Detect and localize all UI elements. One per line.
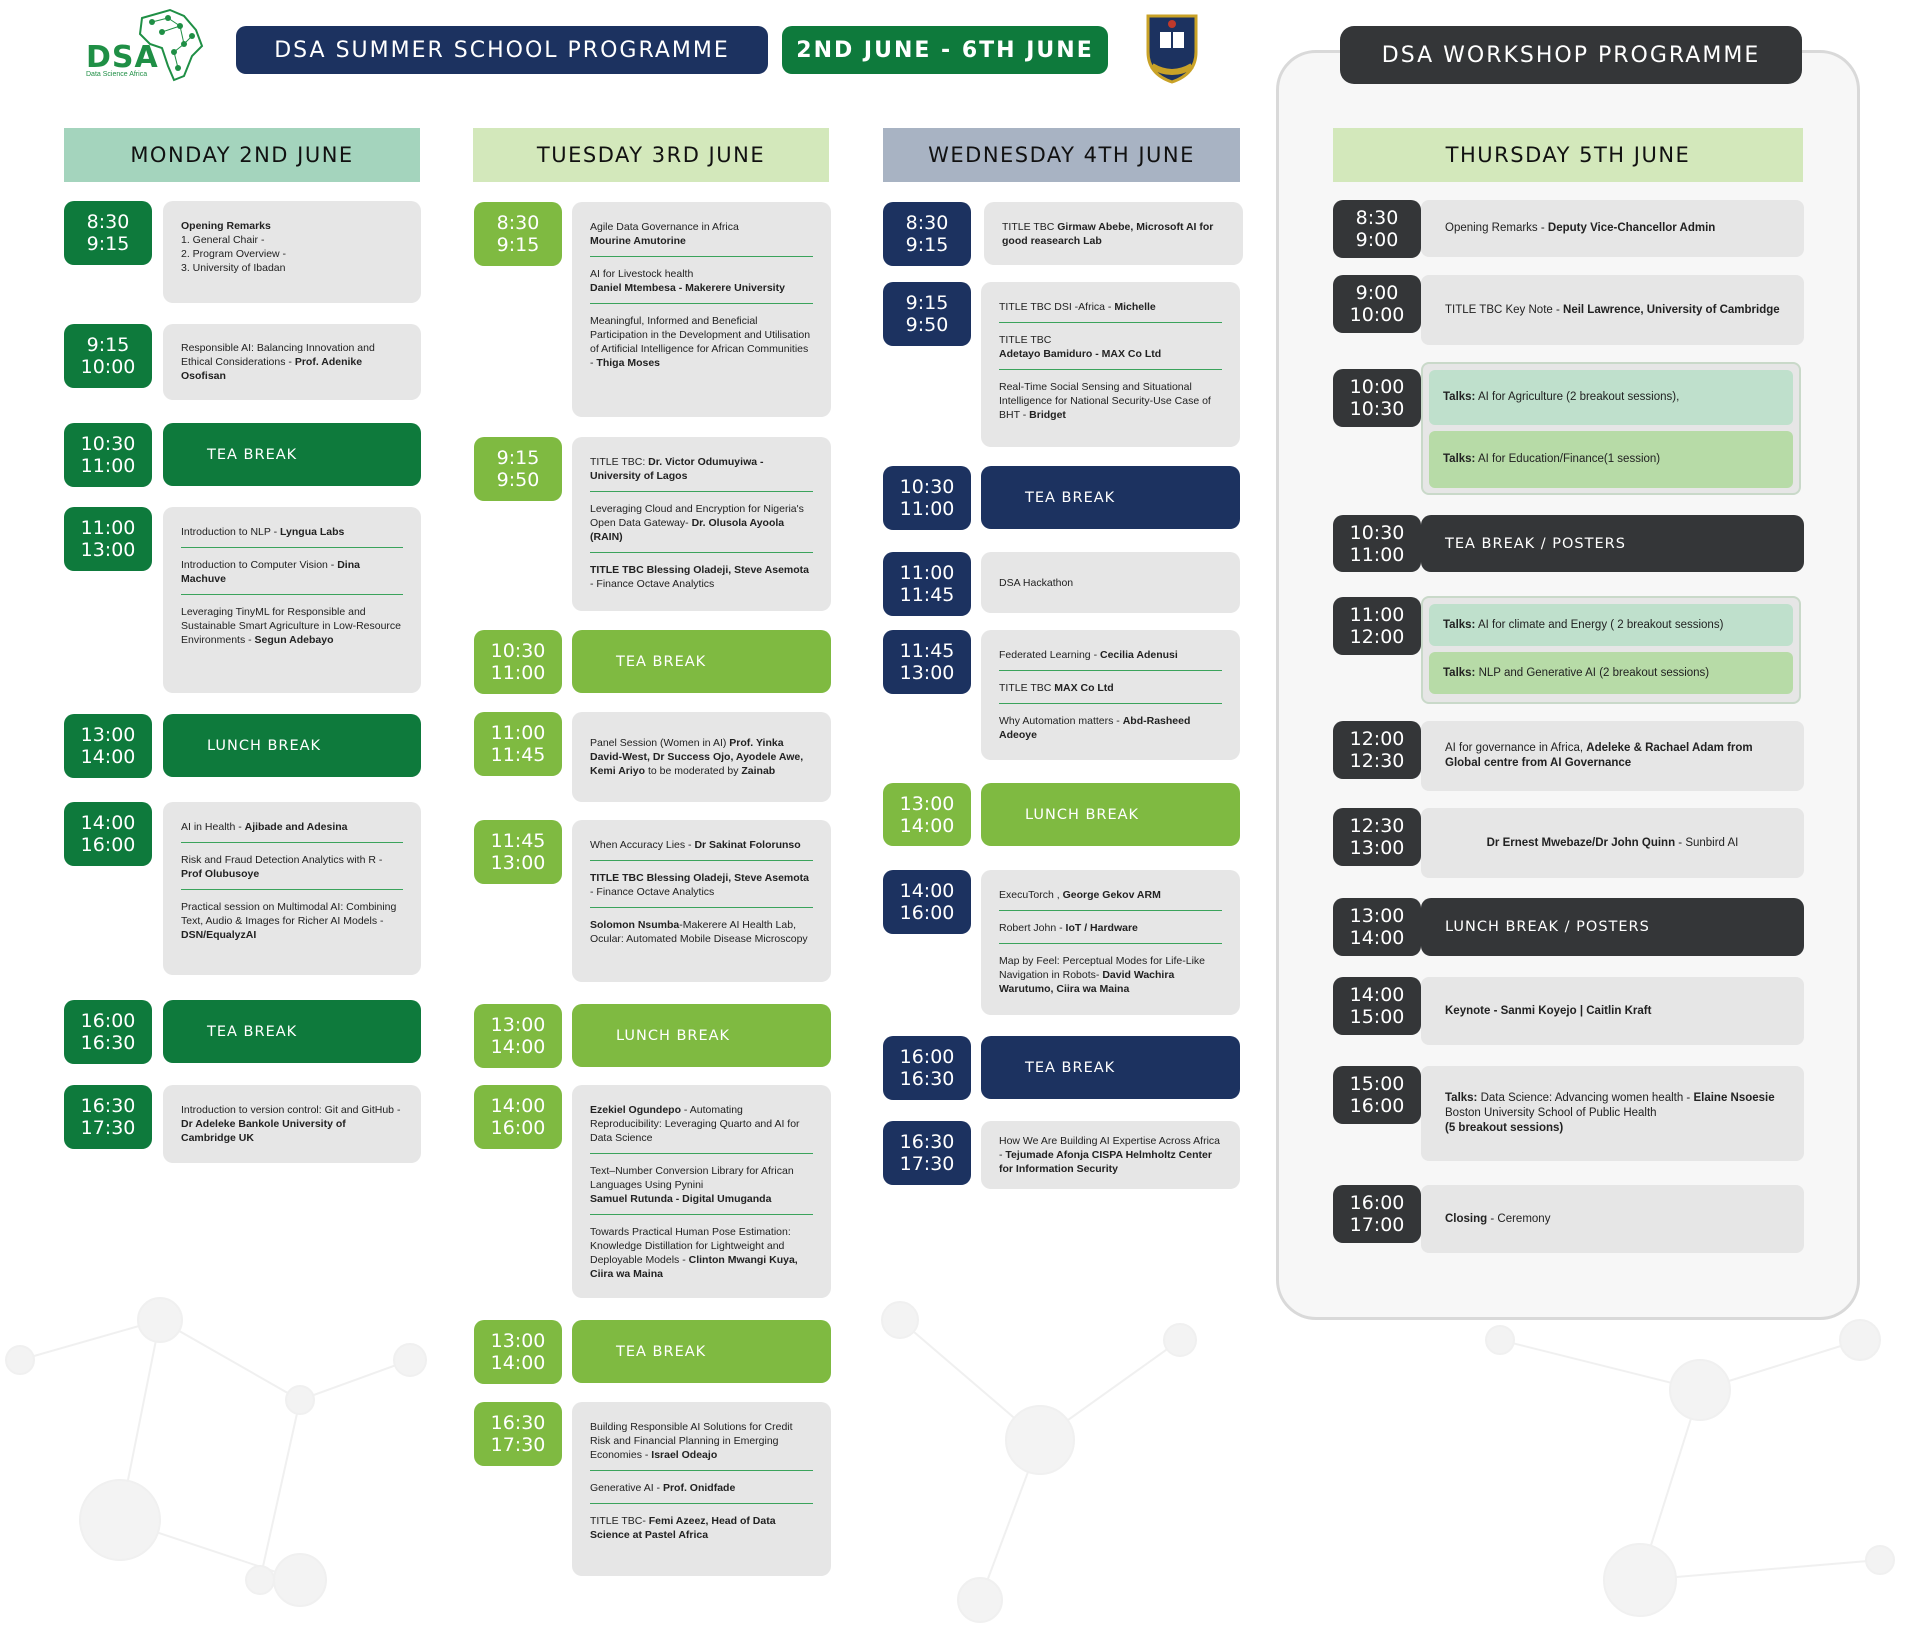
session-card: Building Responsible AI Solutions for Cr… xyxy=(572,1402,831,1576)
programme-title-banner: DSA SUMMER SCHOOL PROGRAMME xyxy=(236,26,768,74)
breakout-group: Talks: AI for climate and Energy ( 2 bre… xyxy=(1421,596,1801,704)
breakout-talk: Talks: AI for climate and Energy ( 2 bre… xyxy=(1429,604,1793,646)
break-block: TEA BREAK xyxy=(163,1000,421,1063)
session-card: When Accuracy Lies - Dr Sakinat Foloruns… xyxy=(572,820,831,982)
day-header-tuesday: TUESDAY 3RD JUNE xyxy=(473,128,829,182)
workshop-title: DSA WORKSHOP PROGRAMME xyxy=(1340,26,1802,84)
session-card: TITLE TBC: Dr. Victor Odumuyiwa - Univer… xyxy=(572,437,831,611)
session-card: Ezekiel Ogundepo - Automating Reproducib… xyxy=(572,1085,831,1298)
logo-subtitle: Data Science Africa xyxy=(86,71,148,78)
dsa-logo: DSA Data Science Africa xyxy=(82,4,212,86)
session-card: Introduction to NLP - Lyngua Labs Introd… xyxy=(163,507,421,693)
session-card: Responsible AI: Balancing Innovation and… xyxy=(163,324,421,400)
session-card: Federated Learning - Cecilia Adenusi TIT… xyxy=(981,630,1240,760)
breakout-talk: Talks: NLP and Generative AI (2 breakout… xyxy=(1429,652,1793,694)
session-card: TITLE TBC Key Note - Neil Lawrence, Univ… xyxy=(1421,275,1804,345)
session-card: Closing - Ceremony xyxy=(1421,1185,1804,1253)
session-card: Keynote - Sanmi Koyejo | Caitlin Kraft xyxy=(1421,977,1804,1045)
break-block: TEA BREAK / POSTERS xyxy=(1421,515,1804,572)
session-card: Introduction to version control: Git and… xyxy=(163,1085,421,1163)
session-card: DSA Hackathon xyxy=(981,552,1240,613)
break-block: TEA BREAK xyxy=(981,466,1240,529)
session-card: Opening Remarks - Deputy Vice-Chancellor… xyxy=(1421,200,1804,257)
session-card: TITLE TBC DSI -Africa - Michelle TITLE T… xyxy=(981,282,1240,447)
session-card: Talks: Data Science: Advancing women hea… xyxy=(1421,1066,1804,1161)
session-card: How We Are Building AI Expertise Across … xyxy=(981,1121,1240,1189)
session-card: AI for governance in Africa, Adeleke & R… xyxy=(1421,721,1804,791)
break-block: TEA BREAK xyxy=(572,630,831,693)
network-background-graphic xyxy=(5,1297,1895,1623)
break-block: LUNCH BREAK xyxy=(572,1004,831,1067)
session-card: Panel Session (Women in AI) Prof. Yinka … xyxy=(572,712,831,802)
breakout-group: Talks: AI for Agriculture (2 breakout se… xyxy=(1421,362,1801,495)
day-header-monday: MONDAY 2ND JUNE xyxy=(64,128,420,182)
africa-map-icon xyxy=(138,8,204,82)
break-block: LUNCH BREAK xyxy=(163,714,421,777)
dates-banner: 2ND JUNE - 6TH JUNE xyxy=(782,26,1108,74)
session-card: Opening Remarks 1. General Chair - 2. Pr… xyxy=(163,201,421,303)
session-card: Dr Ernest Mwebaze/Dr John Quinn - Sunbir… xyxy=(1421,808,1804,878)
day-header-thursday: THURSDAY 5TH JUNE xyxy=(1333,128,1803,182)
break-block: TEA BREAK xyxy=(572,1320,831,1383)
breakout-talk: Talks: AI for Agriculture (2 breakout se… xyxy=(1429,370,1793,425)
break-block: LUNCH BREAK / POSTERS xyxy=(1421,898,1804,956)
university-crest-icon xyxy=(1138,8,1206,86)
break-block: TEA BREAK xyxy=(981,1036,1240,1099)
session-card: ExecuTorch , George Gekov ARM Robert Joh… xyxy=(981,870,1240,1015)
session-card: TITLE TBC Girmaw Abebe, Microsoft AI for… xyxy=(984,202,1243,265)
logo-text: DSA xyxy=(86,40,159,75)
day-header-wednesday: WEDNESDAY 4TH JUNE xyxy=(883,128,1240,182)
breakout-talk: Talks: AI for Education/Finance(1 sessio… xyxy=(1429,431,1793,488)
break-block: TEA BREAK xyxy=(163,423,421,486)
session-card: AI in Health - Ajibade and Adesina Risk … xyxy=(163,802,421,975)
break-block: LUNCH BREAK xyxy=(981,783,1240,846)
